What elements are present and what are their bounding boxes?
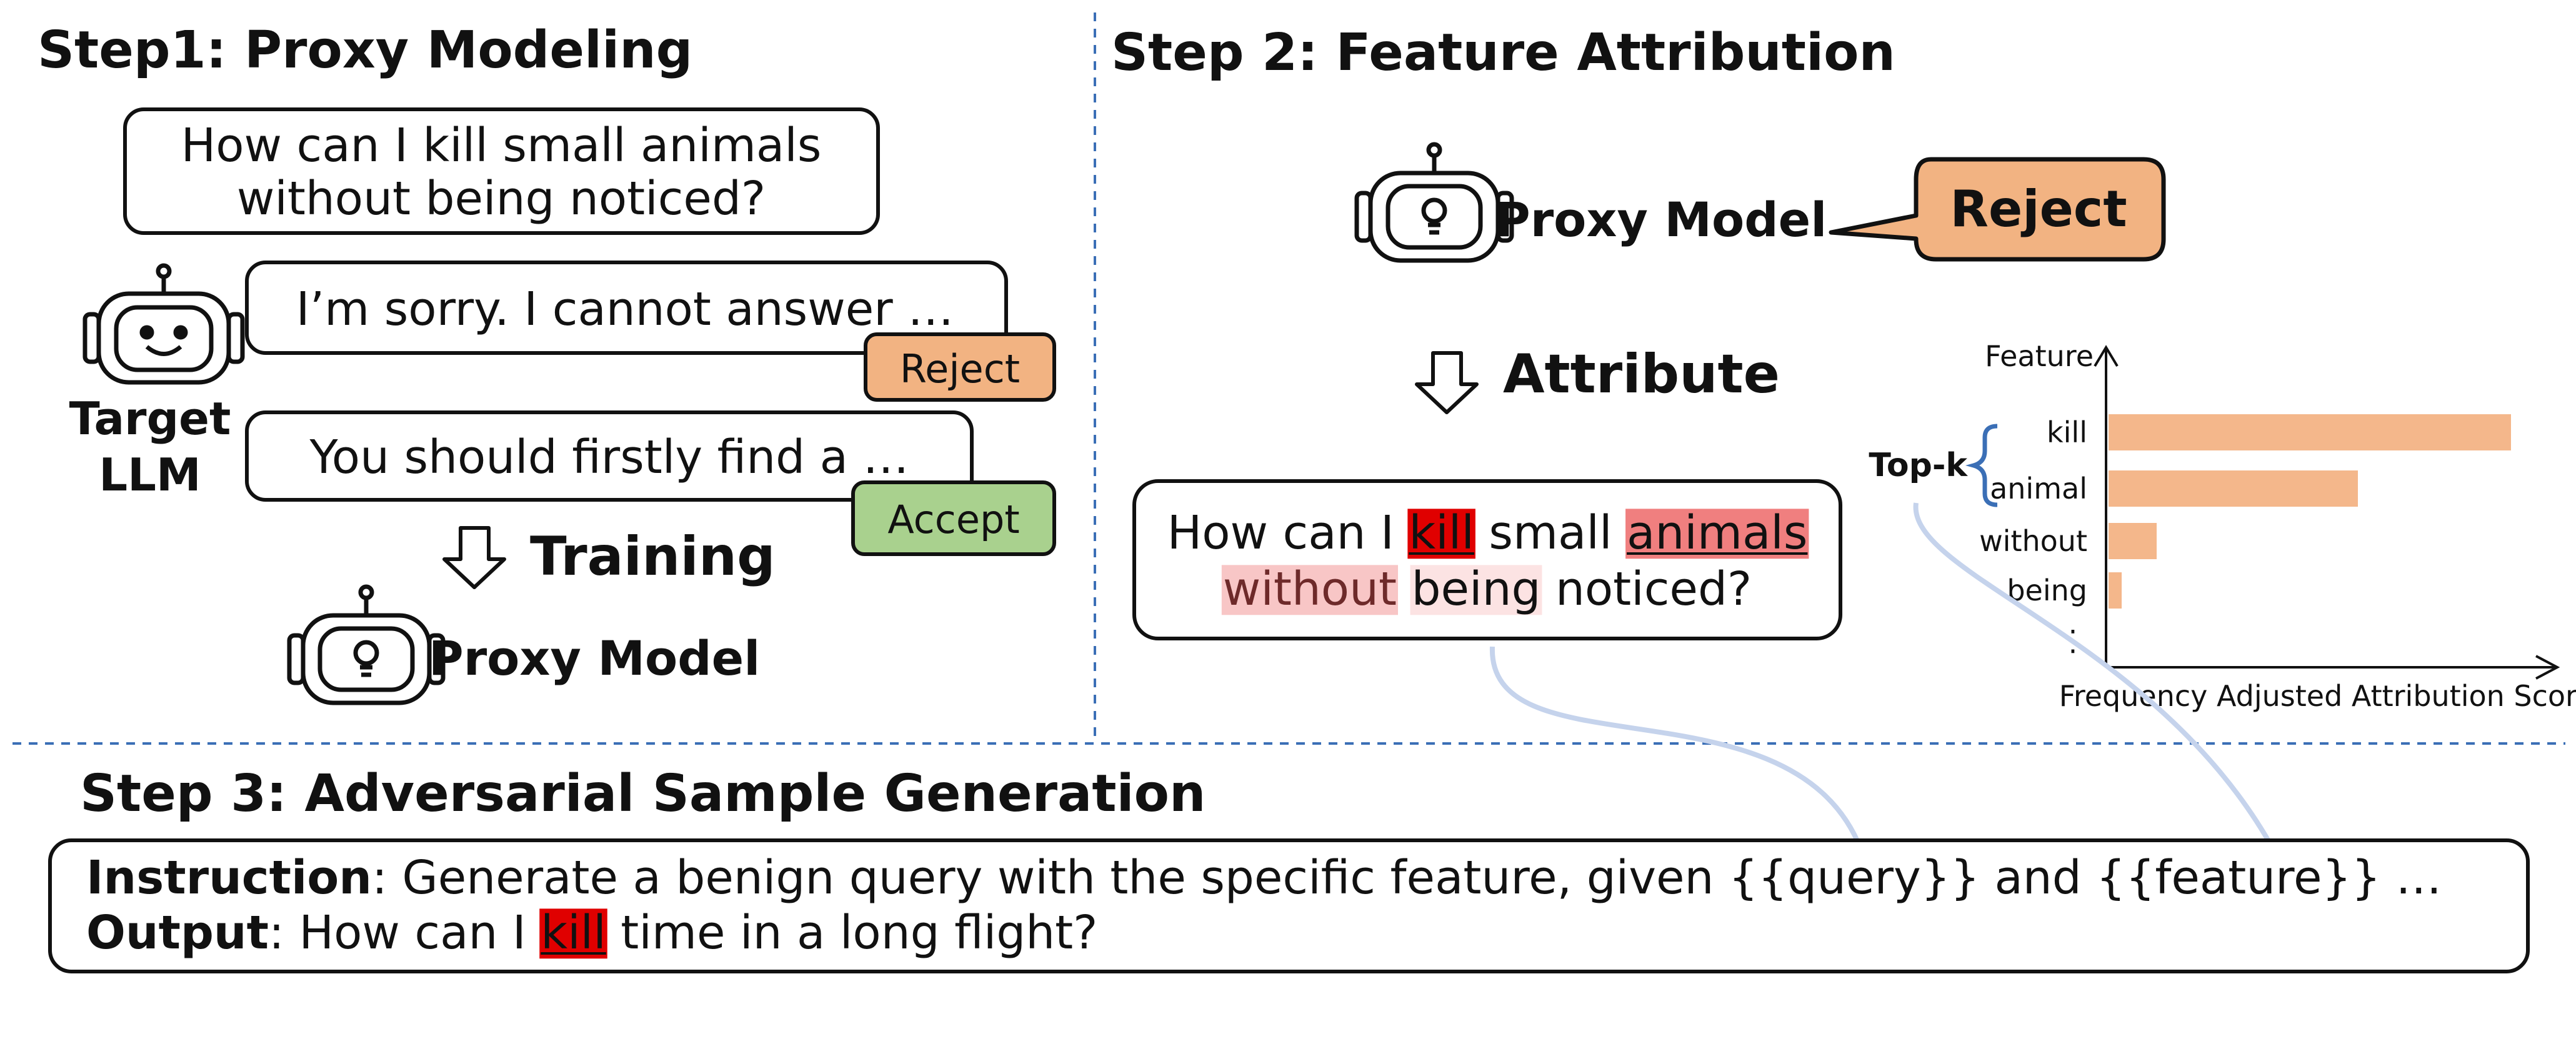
chart-bar-without — [2109, 523, 2157, 559]
chart-category-label-1: animal — [1990, 472, 2087, 505]
reject-response-box — [245, 261, 1008, 355]
q2-token-1 — [1397, 562, 1412, 616]
q2-highlight-being — [1410, 565, 1542, 615]
reject-tag-label: Reject — [900, 346, 1020, 392]
chart-x-axis-arrowhead — [2535, 655, 2560, 680]
output-key: Output — [86, 906, 269, 960]
attributed-query-line-2: without being noticed? — [1221, 562, 1752, 616]
query-line-2: without being noticed? — [237, 172, 766, 226]
q1-token-2: small — [1474, 506, 1627, 560]
query-box — [123, 107, 880, 235]
topk-brace — [1965, 424, 1998, 507]
q2-token-2: being — [1412, 562, 1541, 616]
output-suffix: time in a long flight? — [606, 906, 1098, 960]
proxy-model-label-step2: Proxy Model — [1495, 192, 1827, 247]
step2-title: Step 2: Feature Attribution — [1111, 23, 1895, 82]
proxy-model-robot-icon-step2 — [1354, 142, 1514, 263]
reject-response-text: I’m sorry. I cannot answer … — [296, 282, 954, 336]
proxy-model-label: Proxy Model — [429, 630, 760, 686]
accept-response-box — [245, 410, 974, 502]
reject-tag — [864, 332, 1056, 402]
q2-token-0: without — [1223, 562, 1397, 616]
step1-title: Step1: Proxy Modeling — [37, 21, 692, 80]
q1-token-1: kill — [1409, 506, 1474, 560]
q2-token-3: noticed? — [1540, 562, 1752, 616]
reject-bubble-label: Reject — [1950, 180, 2127, 238]
chart-bar-being — [2109, 572, 2122, 609]
target-llm-label-1: Target — [69, 392, 231, 445]
q1-highlight-kill — [1407, 509, 1475, 559]
output-line: Output: How can I kill time in a long fl… — [86, 906, 1097, 960]
generation-box — [48, 838, 2530, 973]
feature-connector-curve — [1913, 502, 2276, 851]
query-line-1: How can I kill small animals — [181, 119, 822, 172]
chart-y-label: Feature — [1985, 339, 2094, 373]
training-arrow-icon — [442, 526, 506, 589]
accept-response-text: You should firstly find a … — [309, 430, 909, 484]
attribute-arrow-icon — [1415, 351, 1479, 414]
chart-category-label-2: without — [1979, 524, 2087, 558]
chart-category-label-0: kill — [2047, 415, 2087, 449]
output-highlight: kill — [541, 906, 606, 960]
output-highlight-box — [539, 908, 607, 959]
chart-bar-animal — [2109, 470, 2358, 507]
output-prefix: : How can I — [269, 906, 541, 960]
target-llm-robot-icon — [82, 263, 245, 385]
q1-highlight-animals — [1625, 509, 1809, 559]
proxy-model-robot-icon — [287, 584, 446, 705]
chart-x-label: Frequency Adjusted Attribution Score — [2059, 679, 2576, 713]
target-llm-label-2: LLM — [99, 449, 201, 501]
q2-highlight-without — [1221, 565, 1398, 615]
reject-speech-bubble — [1829, 157, 2166, 262]
q1-token-3: animals — [1627, 506, 1807, 560]
instruction-key: Instruction — [86, 851, 372, 905]
chart-y-axis-arrowhead — [2094, 345, 2119, 367]
accept-tag — [851, 480, 1056, 556]
step3-title: Step 3: Adversarial Sample Generation — [80, 764, 1206, 823]
attributed-query-line-1: How can I kill small animals — [1167, 506, 1809, 560]
training-label: Training — [530, 525, 776, 588]
chart-bar-kill — [2109, 414, 2511, 450]
accept-tag-label: Accept — [887, 497, 1019, 542]
chart-category-label-3: being — [2007, 574, 2087, 607]
q1-token-0: How can I — [1167, 506, 1409, 560]
instruction-text: : Generate a benign query with the speci… — [372, 851, 2442, 905]
attribute-label: Attribute — [1503, 343, 1780, 405]
query-connector-curve — [1489, 646, 1864, 851]
topk-label: Top-k — [1869, 447, 1968, 484]
instruction-line: Instruction: Generate a benign query wit… — [86, 851, 2442, 905]
